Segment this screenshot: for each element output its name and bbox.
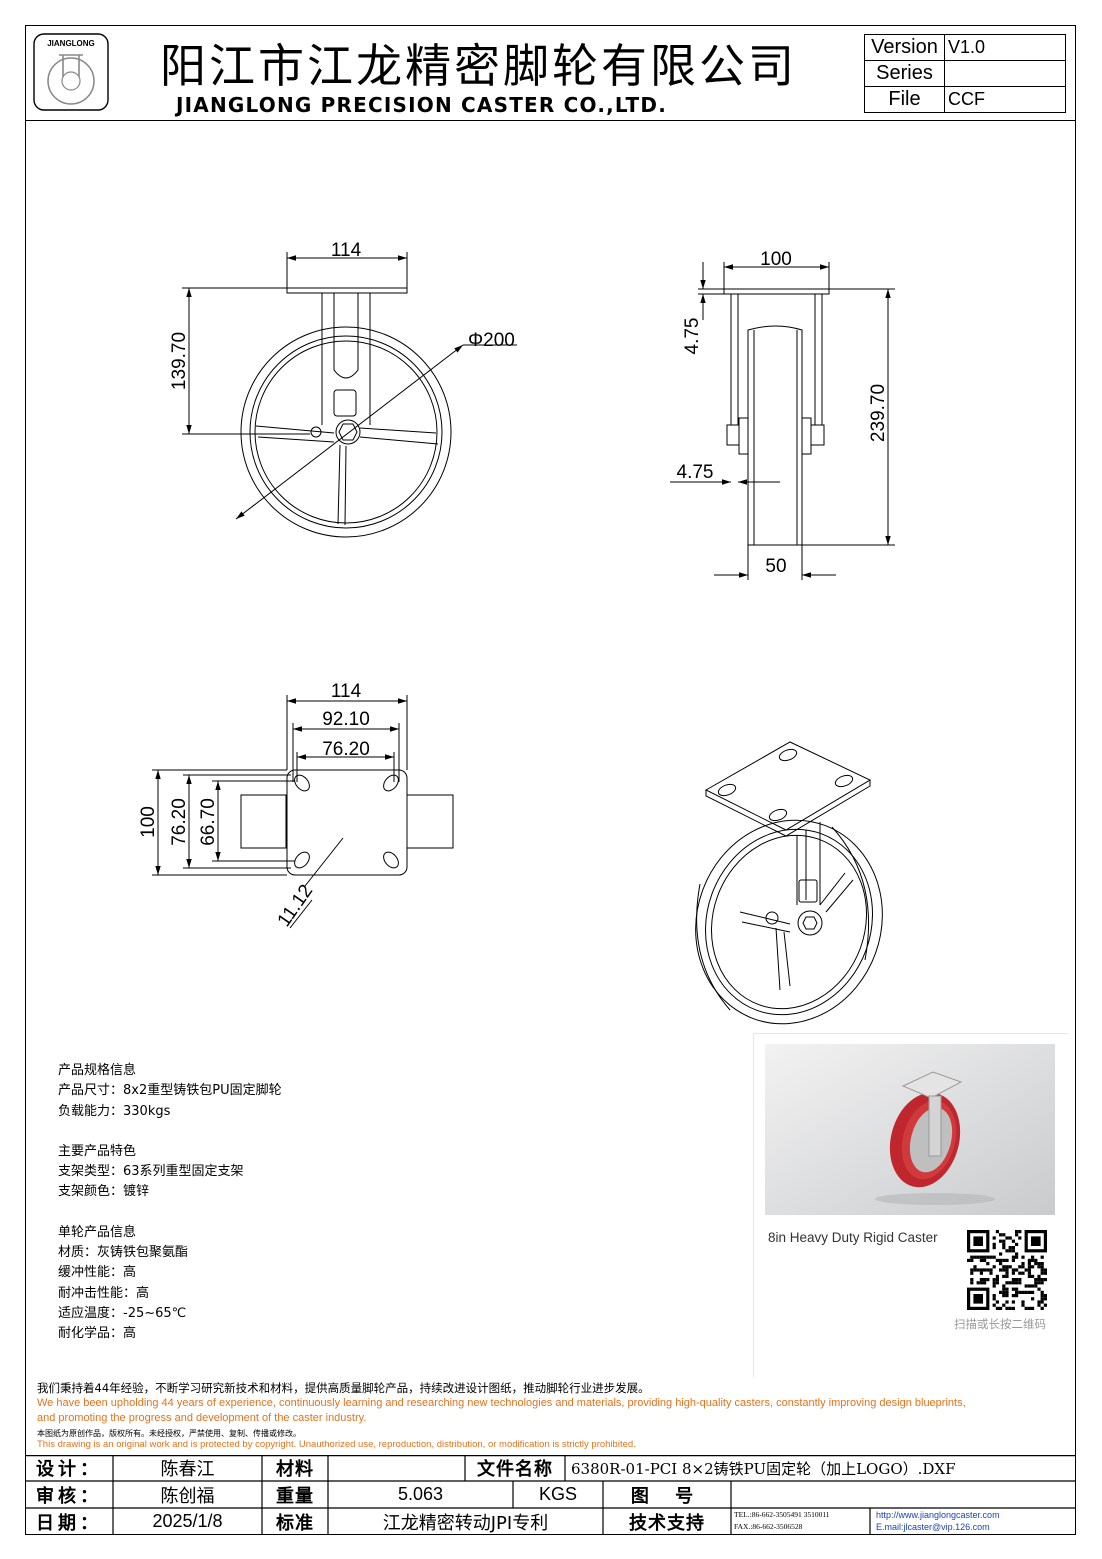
company-name-en: JIANGLONG PRECISION CASTER CO.,LTD. — [176, 93, 667, 117]
specs-title-3: 单轮产品信息 — [58, 1224, 137, 1240]
product-photo — [765, 1044, 1055, 1215]
spec-line: 缓冲性能：高 — [58, 1265, 137, 1281]
top-view — [152, 695, 454, 929]
spec-line: 适应温度：-25~65℃ — [58, 1305, 187, 1321]
title-block: 设计： 陈春江 材料 文件名称 6380R-01-PCI 8×2铸铁PU固定轮（… — [25, 1455, 1076, 1535]
front-view — [670, 262, 895, 580]
drawing-no-label: 图 号 — [630, 1485, 704, 1507]
dim-front-plate-width: 100 — [760, 249, 792, 270]
photo-caption: 8in Heavy Duty Rigid Caster — [768, 1230, 938, 1245]
photo-panel — [753, 1033, 1068, 1377]
dim-top-hole-spacing-x: 92.10 — [322, 709, 370, 730]
review-label: 审核： — [36, 1485, 102, 1507]
copyright-cn: 本图纸为原创作品，版权所有。未经授权，严禁使用、复制、传播或修改。 — [37, 1429, 301, 1438]
spec-line: 支架颜色：镀锌 — [58, 1184, 150, 1200]
statement-cn: 我们秉持着44年经验，不断学习研究新技术和材料，提供高质量脚轮产品，持续改进设计… — [37, 1381, 650, 1395]
spec-line: 支架类型：63系列重型固定支架 — [58, 1164, 244, 1180]
dim-top-plate-width: 114 — [331, 681, 362, 702]
file-value: CCF — [944, 86, 1066, 113]
svg-text:Φ200: Φ200 — [468, 330, 515, 351]
spec-line: 耐冲击性能：高 — [58, 1285, 150, 1301]
spec-line: 负载能力：330kgs — [58, 1103, 171, 1119]
design-label: 设计： — [36, 1459, 102, 1480]
dim-top-hole-spacing-y2: 66.70 — [198, 798, 219, 846]
date-value: 2025/1/8 — [152, 1511, 223, 1531]
series-label: Series — [864, 60, 945, 87]
dim-front-leg-thickness: 4.75 — [677, 462, 714, 483]
dim-front-plate-thickness: 4.75 — [682, 318, 703, 355]
specs-title-2: 主要产品特色 — [58, 1143, 137, 1159]
support-label: 技术支持 — [629, 1512, 705, 1534]
date-label: 日期： — [36, 1512, 102, 1534]
specs-title-1: 产品规格信息 — [58, 1063, 137, 1078]
dim-side-height: 139.70 — [169, 332, 190, 390]
drawing-no-value — [731, 1481, 1076, 1508]
product-specs: 产品规格信息 产品尺寸：8x2重型铸铁包PU固定脚轮 负载能力：330kgs 主… — [58, 1061, 282, 1345]
material-label: 材料 — [276, 1459, 314, 1480]
fax: FAX.:86-662-3506528 — [734, 1522, 803, 1531]
dim-front-wheel-width: 50 — [765, 556, 786, 577]
dim-front-total-height: 239.70 — [868, 384, 889, 442]
contact-phone: TEL.:86-662-3505491 3510011 FAX.:86-662-… — [731, 1508, 870, 1535]
contact-web: http://www.jianglongcaster.com E.mail:jl… — [870, 1508, 1076, 1535]
website-link[interactable]: http://www.jianglongcaster.com — [876, 1510, 1000, 1520]
spec-line: 材质：灰铸铁包聚氨酯 — [58, 1245, 189, 1261]
qr-code-icon[interactable] — [967, 1230, 1047, 1310]
engineering-drawing: 114 139.70 Φ200 100 4 — [138, 240, 895, 1025]
weight-value: 5.063 — [397, 1484, 444, 1504]
spec-line: 耐化学品：高 — [58, 1326, 137, 1342]
standard-value: 江龙精密转动JPI专利 — [382, 1512, 549, 1534]
statement-en-1: We have been upholding 44 years of exper… — [37, 1397, 966, 1409]
copyright-en: This drawing is an original work and is … — [37, 1439, 636, 1450]
company-logo: JIANGLONG — [33, 33, 109, 111]
header-divider — [25, 120, 1076, 121]
filename-label: 文件名称 — [477, 1459, 553, 1480]
dim-top-hole-spacing-x2: 76.20 — [322, 739, 370, 760]
company-name-cn: 阳江市江龙精密脚轮有限公司 — [160, 39, 797, 93]
qr-caption: 扫描或长按二维码 — [954, 1317, 1046, 1331]
statement-en-2: and promoting the progress and developme… — [37, 1412, 367, 1424]
isometric-view — [695, 741, 883, 1025]
dim-top-plate-depth: 100 — [138, 806, 159, 838]
dim-top-hole-spacing-y: 76.20 — [169, 798, 190, 846]
material-value — [328, 1455, 465, 1481]
weight-unit: KGS — [538, 1484, 577, 1504]
standard-label: 标准 — [276, 1512, 314, 1534]
reviewer-name: 陈创福 — [160, 1485, 215, 1507]
tel: TEL.:86-662-3505491 3510011 — [734, 1510, 830, 1519]
spec-line: 产品尺寸：8x2重型铸铁包PU固定脚轮 — [58, 1083, 282, 1099]
logo-text: JIANGLONG — [47, 39, 95, 48]
drawing-frame — [25, 25, 1076, 1535]
weight-label: 重量 — [276, 1485, 314, 1507]
dim-wheel-diameter: 200 — [483, 330, 515, 351]
email-link[interactable]: E.mail:jlcaster@vip.126.com — [876, 1522, 990, 1532]
dim-top-slot-width: 11.12 — [274, 881, 318, 931]
designer-name: 陈春江 — [160, 1459, 215, 1480]
dim-side-width: 114 — [331, 240, 362, 261]
side-view — [182, 252, 517, 538]
series-value — [944, 60, 1066, 87]
filename-value: 6380R-01-PCI 8×2铸铁PU固定轮（加上LOGO）.DXF — [571, 1459, 956, 1478]
version-label: Version — [864, 34, 945, 61]
